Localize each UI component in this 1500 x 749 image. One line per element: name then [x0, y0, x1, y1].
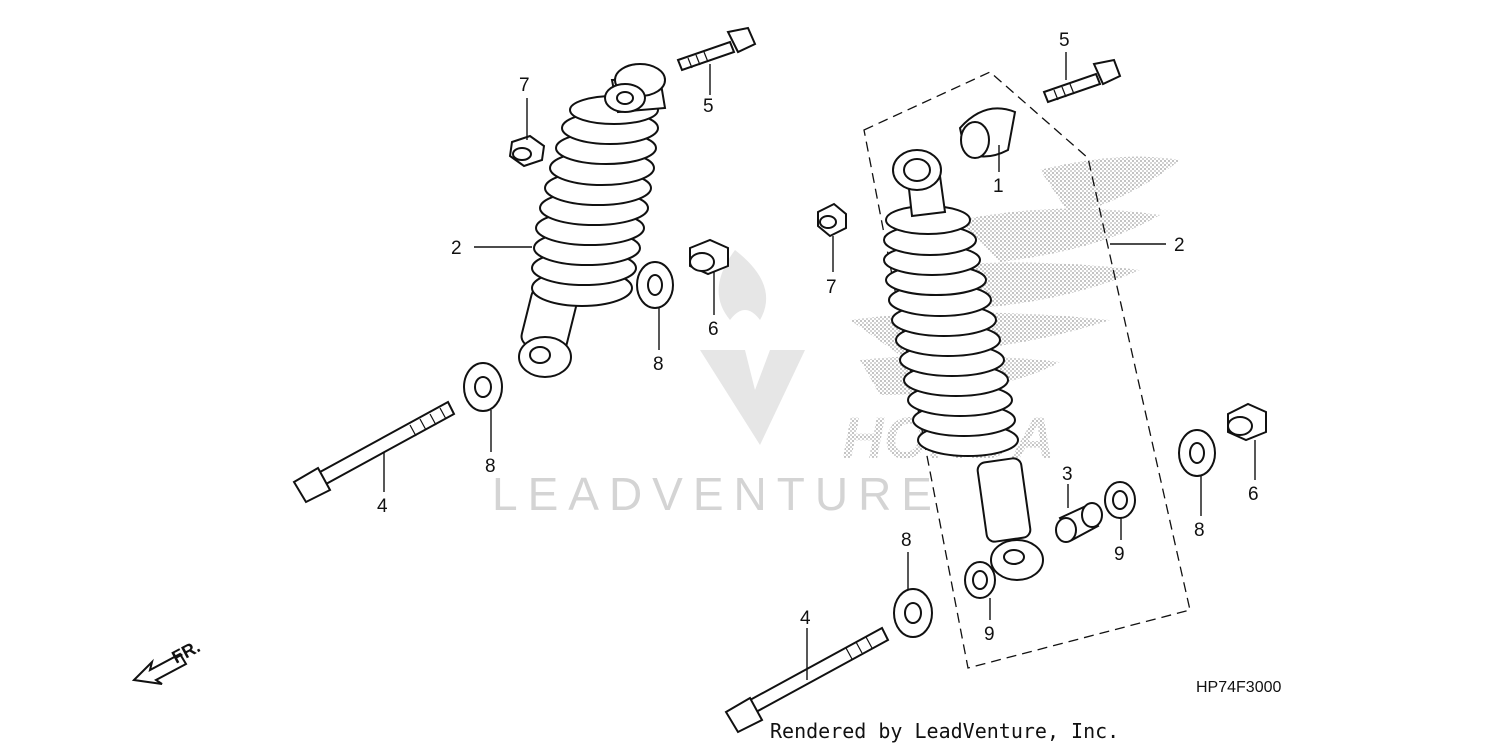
callout-1-right: 1: [993, 176, 1004, 197]
right-washer-b: [1178, 429, 1216, 477]
callout-8-left-lower: 8: [485, 456, 496, 477]
right-nut: [817, 202, 847, 238]
callout-9-right-b: 9: [984, 624, 995, 645]
callout-2-left: 2: [451, 238, 462, 259]
footer-credit: Rendered by LeadVenture, Inc.: [770, 719, 1119, 743]
callout-9-right-a: 9: [1114, 544, 1125, 565]
callout-7-right: 7: [826, 277, 837, 298]
left-bolt-lower: [292, 400, 456, 504]
left-washer-upper: [636, 261, 674, 309]
callout-3-right: 3: [1062, 464, 1073, 485]
callout-4-right: 4: [800, 608, 811, 629]
watermark-logo: LEADVENTURE: [492, 250, 942, 520]
callout-4-left: 4: [377, 496, 388, 517]
callout-6-left: 6: [708, 319, 719, 340]
callout-8-left-upper: 8: [653, 354, 664, 375]
left-bolt-upper: [676, 26, 757, 72]
callout-5-right: 5: [1059, 30, 1070, 51]
left-shock-absorber: [518, 63, 667, 378]
right-bushing: [958, 107, 1017, 159]
right-bolt-upper: [1042, 58, 1122, 104]
right-thin-washer-b: [964, 561, 996, 599]
right-collar-nut: [1227, 402, 1267, 442]
front-direction-arrow: FR.: [131, 636, 203, 685]
right-washer-a: [893, 588, 933, 638]
left-assembly: [292, 26, 757, 504]
callout-8-right-b: 8: [1194, 520, 1205, 541]
drawing-code: HP74F3000: [1196, 679, 1281, 696]
right-bolt-lower: [724, 626, 890, 734]
left-collar-nut: [689, 238, 729, 276]
right-shock-absorber: [883, 149, 1044, 581]
right-thin-washer-a: [1104, 481, 1136, 519]
callout-7-left: 7: [519, 75, 530, 96]
left-washer-lower: [463, 362, 503, 412]
callout-6-right: 6: [1248, 484, 1259, 505]
callout-2-right: 2: [1174, 235, 1185, 256]
callout-8-right-a: 8: [901, 530, 912, 551]
watermark-text: LEADVENTURE: [492, 468, 942, 520]
left-nut: [508, 134, 546, 168]
right-collar: [1055, 502, 1103, 543]
kit-outline: [863, 71, 1191, 669]
right-assembly: [724, 52, 1267, 734]
callout-5-left: 5: [703, 96, 714, 117]
